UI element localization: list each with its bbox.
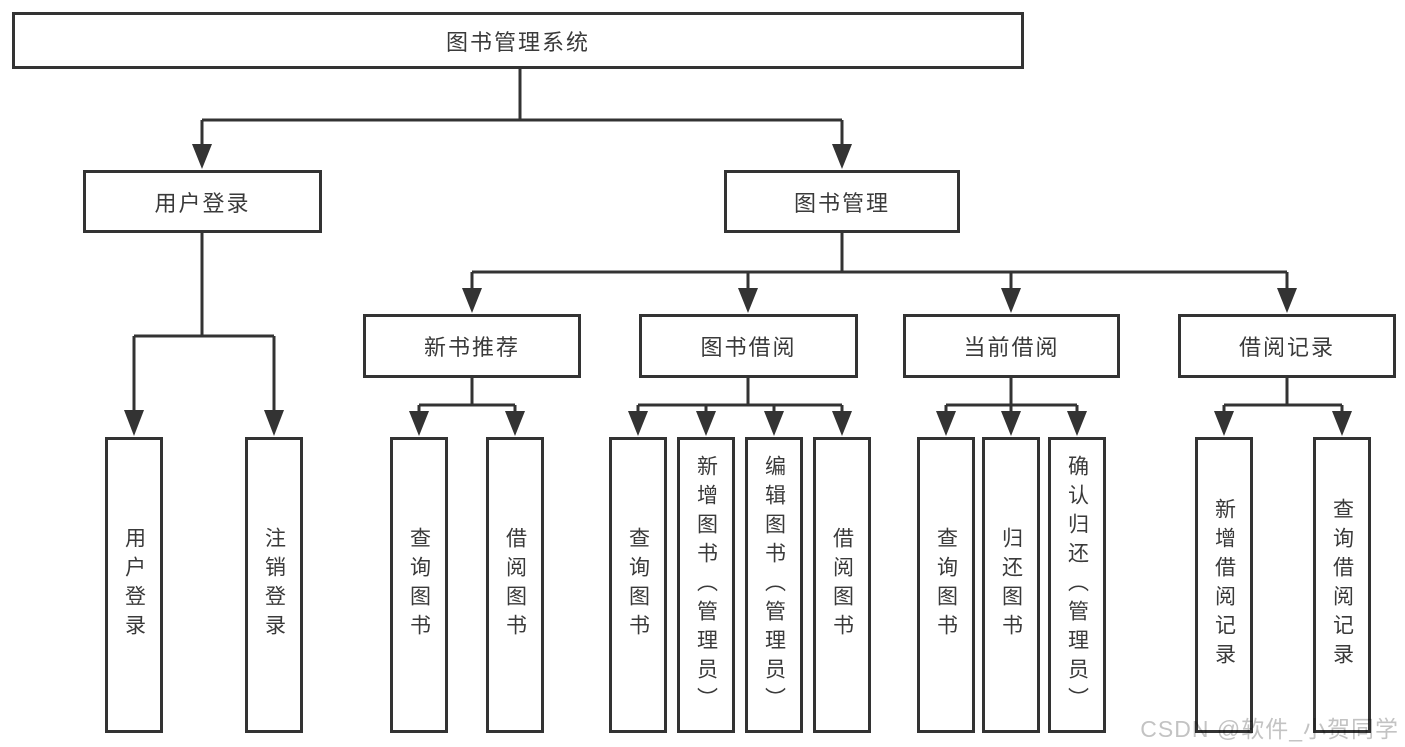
node-user-login-label: 用户登录 bbox=[154, 190, 251, 216]
leaf-current-return: 归还图书 bbox=[982, 437, 1040, 733]
leaf-borrow-query-label: 查询图书 bbox=[626, 527, 650, 643]
node-book-management-label: 图书管理 bbox=[793, 190, 890, 216]
leaf-newbook-borrow-label: 借阅图书 bbox=[503, 527, 527, 643]
leaf-user-login: 用户登录 bbox=[105, 437, 163, 733]
leaf-current-confirm-admin: 确认归还（管理员） bbox=[1048, 437, 1106, 733]
node-book-management: 图书管理 bbox=[724, 170, 960, 233]
leaf-current-return-label: 归还图书 bbox=[999, 527, 1023, 643]
leaf-borrow-edit-admin: 编辑图书（管理员） bbox=[745, 437, 803, 733]
leaf-record-query-label: 查询借阅记录 bbox=[1330, 498, 1354, 672]
leaf-user-login-label: 用户登录 bbox=[122, 527, 146, 643]
leaf-record-query: 查询借阅记录 bbox=[1313, 437, 1371, 733]
node-user-login: 用户登录 bbox=[83, 170, 322, 233]
node-current-borrow: 当前借阅 bbox=[903, 314, 1120, 378]
leaf-newbook-query: 查询图书 bbox=[390, 437, 448, 733]
leaf-record-add: 新增借阅记录 bbox=[1195, 437, 1253, 733]
leaf-current-confirm-admin-label: 确认归还（管理员） bbox=[1065, 454, 1089, 716]
leaf-newbook-query-label: 查询图书 bbox=[407, 527, 431, 643]
leaf-borrow-borrow-label: 借阅图书 bbox=[830, 527, 854, 643]
node-book-borrow-label: 图书借阅 bbox=[700, 335, 797, 360]
leaf-borrow-borrow: 借阅图书 bbox=[813, 437, 871, 733]
leaf-current-query: 查询图书 bbox=[917, 437, 975, 733]
node-new-book-recommend: 新书推荐 bbox=[363, 314, 581, 378]
leaf-borrow-query: 查询图书 bbox=[609, 437, 667, 733]
leaf-borrow-add-admin: 新增图书（管理员） bbox=[677, 437, 735, 733]
leaf-borrow-edit-admin-label: 编辑图书（管理员） bbox=[762, 454, 786, 716]
leaf-logout-label: 注销登录 bbox=[262, 527, 286, 643]
csdn-watermark: CSDN @软件_小贺同学 bbox=[1140, 716, 1399, 742]
node-new-book-recommend-label: 新书推荐 bbox=[423, 335, 520, 360]
leaf-logout: 注销登录 bbox=[245, 437, 303, 733]
leaf-current-query-label: 查询图书 bbox=[934, 527, 958, 643]
leaf-borrow-add-admin-label: 新增图书（管理员） bbox=[694, 454, 718, 716]
node-borrow-record-label: 借阅记录 bbox=[1238, 335, 1335, 360]
node-root-label: 图书管理系统 bbox=[445, 29, 590, 55]
node-borrow-record: 借阅记录 bbox=[1178, 314, 1396, 378]
leaf-record-add-label: 新增借阅记录 bbox=[1212, 498, 1236, 672]
node-current-borrow-label: 当前借阅 bbox=[963, 335, 1060, 360]
node-root-library-system: 图书管理系统 bbox=[12, 12, 1024, 69]
leaf-newbook-borrow: 借阅图书 bbox=[486, 437, 544, 733]
node-book-borrow: 图书借阅 bbox=[639, 314, 858, 378]
